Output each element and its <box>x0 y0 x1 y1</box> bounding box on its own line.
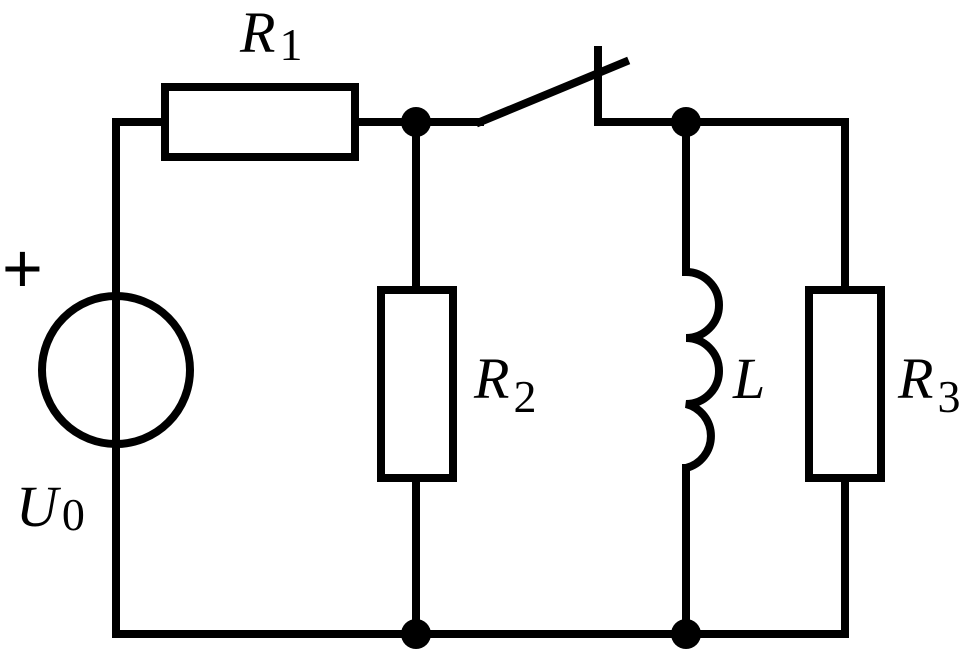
resistor-r2-symbol <box>377 286 457 482</box>
plus-sign: + <box>2 229 43 307</box>
junction-dot-top-right <box>671 107 701 137</box>
switch-blade <box>474 56 631 128</box>
label-r3: R3 <box>897 346 960 422</box>
label-r1: R1 <box>239 0 302 70</box>
junction-dot-top-left <box>401 107 431 137</box>
wires <box>112 46 849 638</box>
label-u0: U0 <box>16 474 85 540</box>
junction-dot-bottom-right <box>671 619 701 649</box>
resistor-r1-symbol <box>161 83 359 161</box>
resistor-r3-symbol <box>805 286 885 482</box>
label-l: L <box>732 346 765 411</box>
label-r2: R2 <box>473 346 536 422</box>
junction-dot-bottom-left <box>401 619 431 649</box>
voltage-source-symbol <box>38 292 194 448</box>
inductor-l-symbol <box>682 268 723 472</box>
